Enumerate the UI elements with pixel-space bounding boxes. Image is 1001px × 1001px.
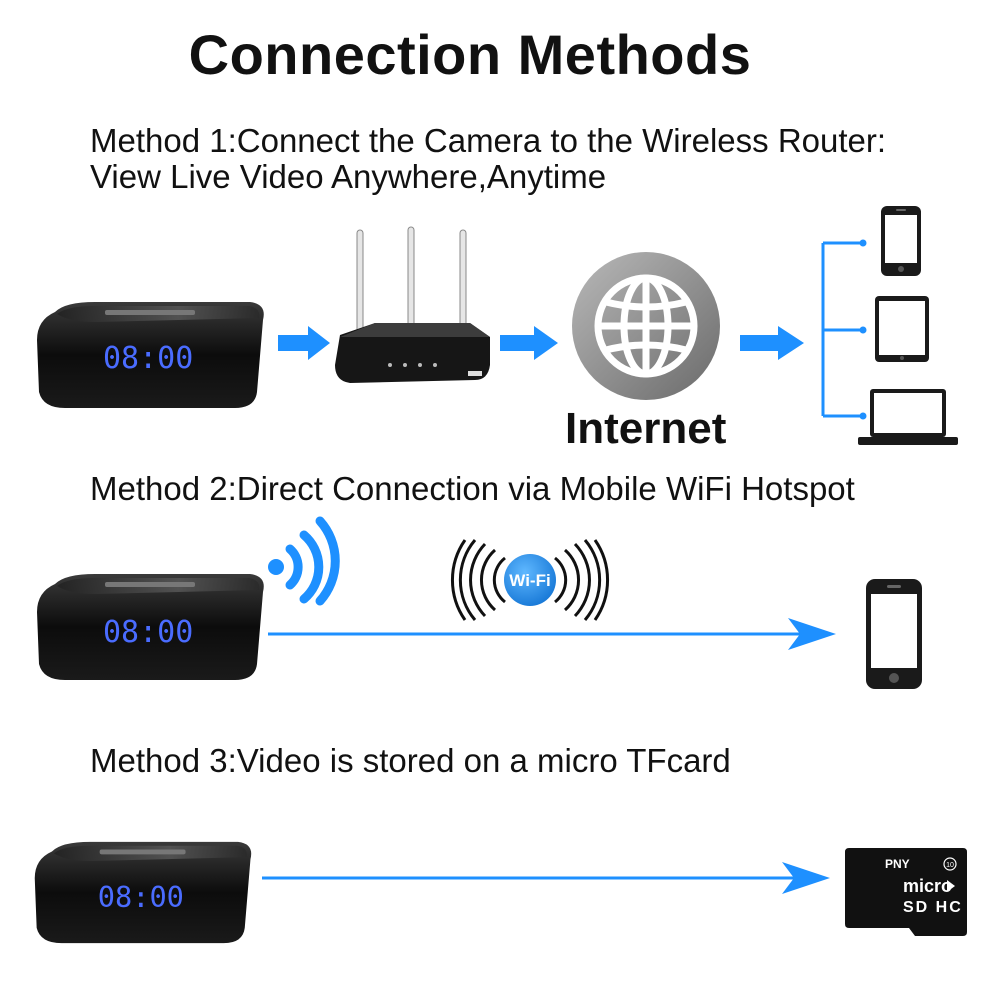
wifi-signal-icon — [268, 516, 340, 606]
arrow-right-icon — [278, 326, 330, 360]
method2-heading: Method 2:Direct Connection via Mobile Wi… — [90, 470, 855, 507]
clock-display: 08:00 — [103, 341, 193, 376]
arrow-right-icon — [262, 862, 830, 894]
wifi-badge-icon: Wi-Fi — [451, 539, 609, 621]
method1-subheading: View Live Video Anywhere,Anytime — [90, 158, 607, 195]
microsd-card-icon: PNY 10 micro SD HC — [845, 848, 967, 936]
camera-clock-icon: 08:00 — [34, 841, 252, 944]
router-icon — [335, 226, 490, 383]
smartphone-icon — [866, 579, 922, 689]
wifi-badge-label: Wi-Fi — [509, 571, 550, 590]
globe-icon — [572, 252, 720, 400]
method1-heading: Method 1:Connect the Camera to the Wirel… — [90, 122, 887, 159]
card-class: 10 — [946, 862, 954, 869]
clock-display: 08:00 — [98, 880, 184, 914]
clock-display: 08:00 — [103, 615, 193, 650]
laptop-icon — [858, 389, 958, 445]
arrow-right-icon — [500, 326, 558, 360]
tablet-icon — [875, 296, 929, 362]
arrow-right-icon — [268, 618, 836, 650]
internet-label: Internet — [565, 404, 727, 453]
card-micro: micro — [903, 876, 952, 896]
smartphone-icon — [881, 206, 921, 276]
camera-clock-icon: 08:00 — [37, 302, 264, 408]
camera-clock-icon: 08:00 — [37, 574, 264, 680]
card-brand: PNY — [885, 857, 910, 871]
method3-heading: Method 3:Video is stored on a micro TFca… — [90, 742, 731, 779]
arrow-right-icon — [740, 326, 804, 360]
card-type: SD HC — [903, 899, 963, 916]
device-bracket — [821, 239, 867, 420]
page-title: Connection Methods — [188, 23, 752, 86]
